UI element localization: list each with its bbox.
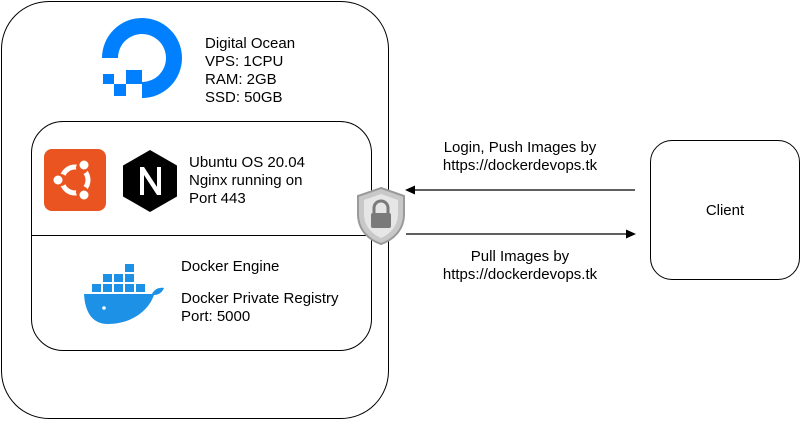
ubuntu-logo-icon xyxy=(44,149,106,211)
nginx-label: Nginx running on xyxy=(189,172,303,189)
digitalocean-logo-icon xyxy=(102,18,182,98)
provider-label: Digital Ocean xyxy=(205,35,296,52)
ram-spec: RAM: 2GB xyxy=(205,71,277,88)
registry-port-label: Port: 5000 xyxy=(181,308,251,325)
push-label-line2: https://dockerdevops.tk xyxy=(442,157,598,174)
docker-whale-icon xyxy=(84,264,164,324)
client-label: Client xyxy=(705,202,745,219)
docker-engine-label: Docker Engine xyxy=(181,258,280,275)
registry-label: Docker Private Registry xyxy=(181,290,339,307)
pull-label-line1: Pull Images by xyxy=(470,248,570,265)
vps-spec: VPS: 1CPU xyxy=(205,53,284,70)
push-label-line1: Login, Push Images by xyxy=(443,139,597,156)
os-label: Ubuntu OS 20.04 xyxy=(189,154,305,171)
pull-label-line2: https://dockerdevops.tk xyxy=(442,266,598,283)
push-arrow xyxy=(405,185,635,195)
ssd-spec: SSD: 50GB xyxy=(205,89,283,106)
nginx-logo-icon xyxy=(123,150,177,212)
host-divider xyxy=(31,235,372,236)
nginx-port-label: Port 443 xyxy=(189,190,246,207)
pull-arrow xyxy=(406,229,636,239)
client-box xyxy=(650,140,800,280)
ssl-shield-lock-icon xyxy=(357,186,405,246)
